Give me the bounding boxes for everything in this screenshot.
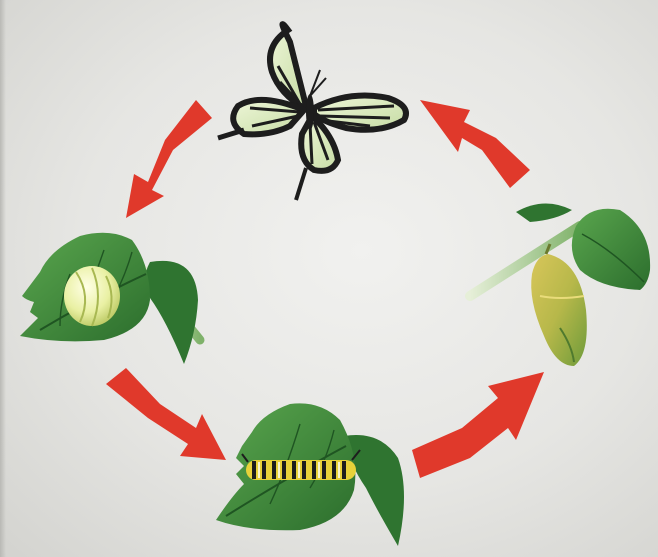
arrow-pupa-to-adult <box>420 100 530 188</box>
arrow-adult-to-egg <box>126 100 212 218</box>
chrysalis-icon <box>470 203 650 366</box>
egg-on-leaf-icon <box>20 233 200 364</box>
arrow-larva-to-pupa <box>412 372 544 478</box>
caterpillar-on-leaf-icon <box>216 403 404 546</box>
butterfly-icon <box>218 24 406 200</box>
arrow-egg-to-larva <box>106 368 226 460</box>
